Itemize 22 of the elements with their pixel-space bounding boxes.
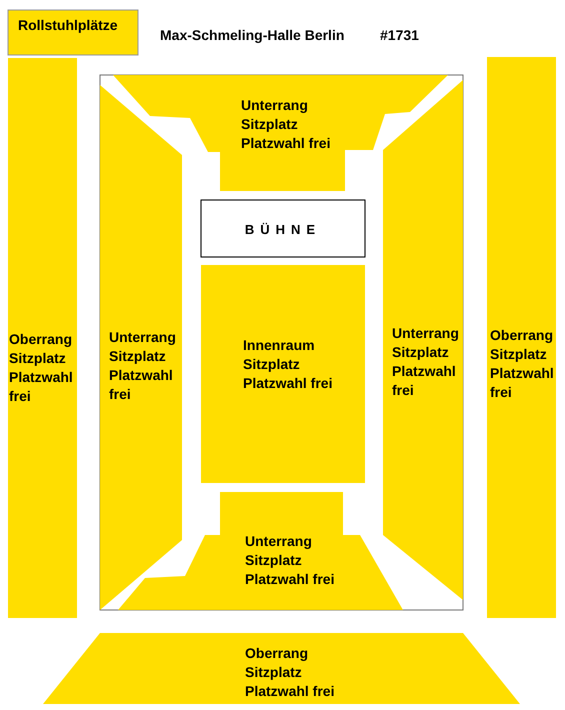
title: Max-Schmeling-Halle Berlin bbox=[160, 27, 344, 43]
seating-section bbox=[113, 75, 448, 191]
seating-section bbox=[201, 265, 365, 483]
stage-box bbox=[201, 200, 365, 257]
section-label: Unterrang Sitzplatz Platzwahl frei bbox=[392, 324, 460, 400]
seating-section bbox=[8, 58, 77, 618]
section-label: Unterrang Sitzplatz Platzwahl frei bbox=[109, 328, 177, 404]
seating-section bbox=[43, 633, 520, 704]
section-label: Oberrang Sitzplatz Platzwahl frei bbox=[245, 644, 336, 701]
stage-label: BÜHNE bbox=[244, 221, 322, 239]
seating-section bbox=[487, 57, 556, 618]
section-label: Rollstuhlplätze bbox=[18, 16, 119, 35]
section-label: Oberrang Sitzplatz Platzwahl frei bbox=[9, 330, 74, 406]
section-label: Unterrang Sitzplatz Platzwahl frei bbox=[241, 96, 332, 153]
section-label: Unterrang Sitzplatz Platzwahl frei bbox=[245, 532, 336, 589]
event-number: #1731 bbox=[380, 27, 419, 43]
seating-section bbox=[100, 85, 182, 610]
wheelchair-area bbox=[8, 10, 138, 55]
section-label: Innenraum Sitzplatz Platzwahl frei bbox=[243, 336, 334, 393]
seating-section bbox=[383, 80, 463, 600]
section-label: Oberrang Sitzplatz Platzwahl frei bbox=[490, 326, 555, 402]
seating-section bbox=[118, 492, 403, 610]
